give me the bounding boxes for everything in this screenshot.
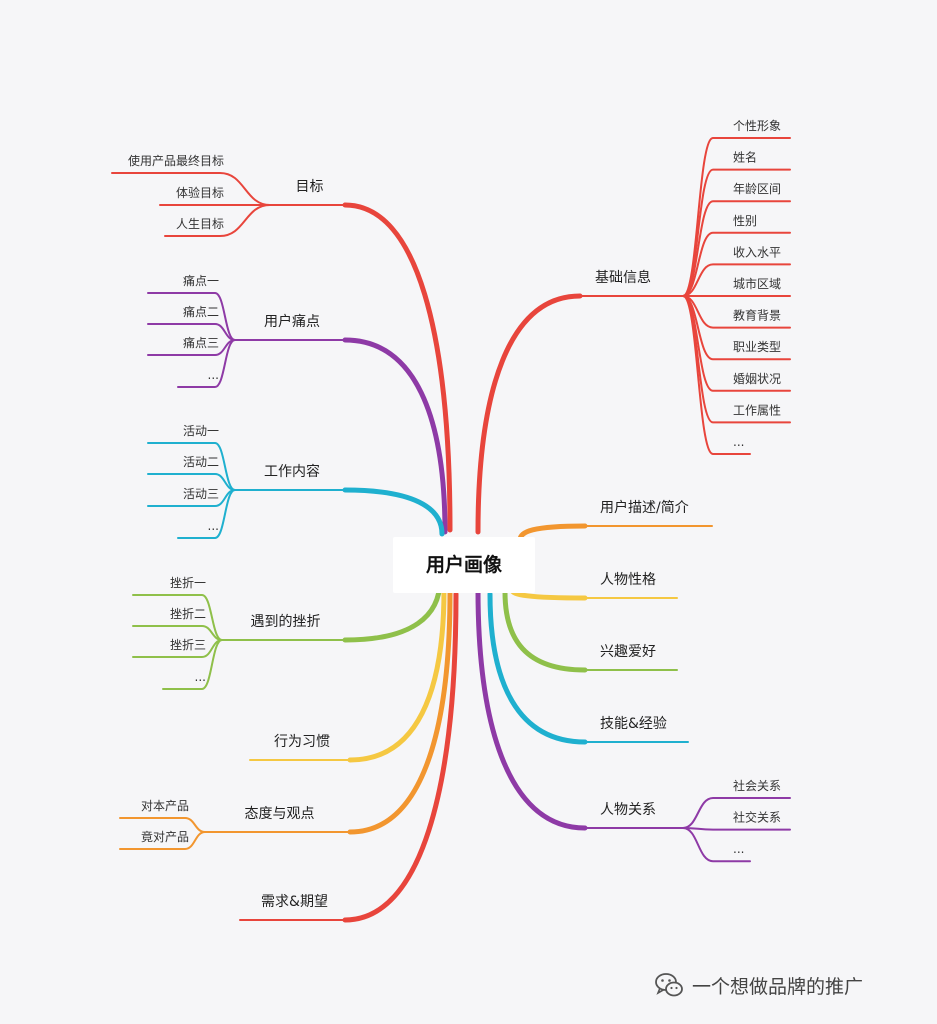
leaf-left-4-4-line	[162, 639, 223, 690]
leaf-left-3-4-line	[177, 489, 236, 539]
branch-left-7-trunk	[342, 591, 459, 923]
leaf-right-1-5-line	[682, 263, 791, 297]
leaf-right-1-6-label: 城市区域	[733, 276, 781, 291]
leaf-right-1-1-label: 个性形象	[733, 119, 781, 133]
branch-right-4-trunk	[502, 589, 588, 673]
leaf-left-4-4-label: ...	[195, 670, 206, 684]
leaf-right-1-9-label: 婚姻状况	[733, 371, 781, 386]
leaf-right-1-3-line	[682, 200, 791, 297]
branch-right-3-label: 人物性格	[600, 572, 656, 588]
leaf-right-1-3-label: 年龄区间	[733, 182, 781, 196]
branch-left-5-trunk	[347, 587, 447, 763]
leaf-right-6-3-label: ...	[733, 842, 744, 856]
branch-left-2-label: 用户痛点	[264, 313, 320, 330]
leaf-left-4-1-label: 挫折一	[170, 575, 206, 590]
leaf-left-2-4-line	[177, 339, 236, 388]
leaf-left-1-2-label: 体验目标	[176, 185, 224, 200]
branch-left-6-label: 态度与观点	[245, 806, 315, 822]
leaf-left-2-3-label: 痛点三	[183, 335, 219, 350]
leaf-left-6-2-line	[119, 831, 206, 850]
leaf-right-1-4-line	[682, 231, 791, 297]
branch-left-4-label: 遇到的挫折	[251, 614, 321, 630]
leaf-left-3-3-label: 活动三	[183, 487, 219, 501]
leaf-right-1-11-label: ...	[733, 435, 744, 449]
branch-left-2-trunk	[342, 337, 448, 535]
branch-connectors	[111, 137, 791, 923]
branch-right-1-label: 基础信息	[595, 269, 651, 286]
leaf-left-6-1-label: 对本产品	[141, 799, 189, 813]
branch-left-6-trunk	[347, 589, 453, 835]
branch-right-5-label: 技能&经验	[600, 716, 667, 732]
leaf-left-3-4-label: ...	[208, 519, 219, 533]
leaf-right-6-2-line	[682, 827, 791, 831]
leaf-right-1-7-label: 教育背景	[733, 308, 781, 323]
leaf-left-1-1-line	[111, 172, 271, 206]
leaf-right-6-2-label: 社交关系	[733, 810, 781, 825]
watermark-text: 一个想做品牌的推广	[692, 975, 864, 998]
leaf-left-2-2-label: 痛点二	[183, 304, 219, 319]
leaf-left-4-3-label: 挫折三	[170, 637, 206, 652]
leaf-right-1-2-label: 姓名	[733, 150, 757, 165]
leaf-left-1-1-label: 使用产品最终目标	[128, 153, 224, 168]
branch-right-6-label: 人物关系	[600, 802, 656, 818]
branch-right-2-label: 用户描述/简介	[600, 499, 689, 516]
leaf-left-4-2-label: 挫折二	[170, 606, 206, 621]
central-node-label: 用户画像	[426, 553, 503, 576]
leaf-right-1-11-line	[682, 295, 751, 455]
branch-left-3-trunk	[342, 487, 445, 537]
leaf-left-1-3-line	[164, 204, 271, 237]
leaf-right-1-4-label: 性别	[733, 214, 757, 228]
leaf-right-6-1-line	[682, 797, 791, 829]
branch-left-3-label: 工作内容	[264, 463, 320, 480]
leaf-right-1-5-label: 收入水平	[733, 245, 781, 259]
branch-left-1-trunk	[342, 202, 453, 533]
leaf-left-3-1-label: 活动一	[183, 424, 219, 438]
leaf-right-1-8-label: 职业类型	[733, 340, 781, 354]
watermark: 一个想做品牌的推广	[652, 968, 932, 1002]
leaf-left-3-2-label: 活动二	[183, 455, 219, 469]
branch-left-5-label: 行为习惯	[274, 733, 330, 750]
node-labels: 目标使用产品最终目标体验目标人生目标用户痛点痛点一痛点二痛点三...工作内容活动…	[128, 119, 781, 910]
branch-left-1-label: 目标	[296, 179, 324, 195]
leaf-right-6-1-label: 社会关系	[733, 778, 781, 793]
branch-left-7-label: 需求&期望	[261, 894, 328, 910]
leaf-left-1-3-label: 人生目标	[176, 217, 224, 231]
branch-right-6-trunk	[475, 587, 588, 831]
leaf-right-1-10-label: 工作属性	[733, 403, 781, 417]
leaf-left-2-1-label: 痛点一	[183, 273, 219, 288]
branch-right-1-trunk	[475, 293, 583, 535]
leaf-left-2-4-label: ...	[208, 368, 219, 382]
branch-right-5-trunk	[487, 591, 588, 745]
central-node-box	[393, 537, 535, 593]
leaf-left-6-2-label: 竟对产品	[141, 830, 189, 844]
wechat-icon	[655, 973, 683, 997]
branch-right-4-label: 兴趣爱好	[600, 644, 656, 660]
leaf-right-6-3-line	[682, 827, 751, 863]
